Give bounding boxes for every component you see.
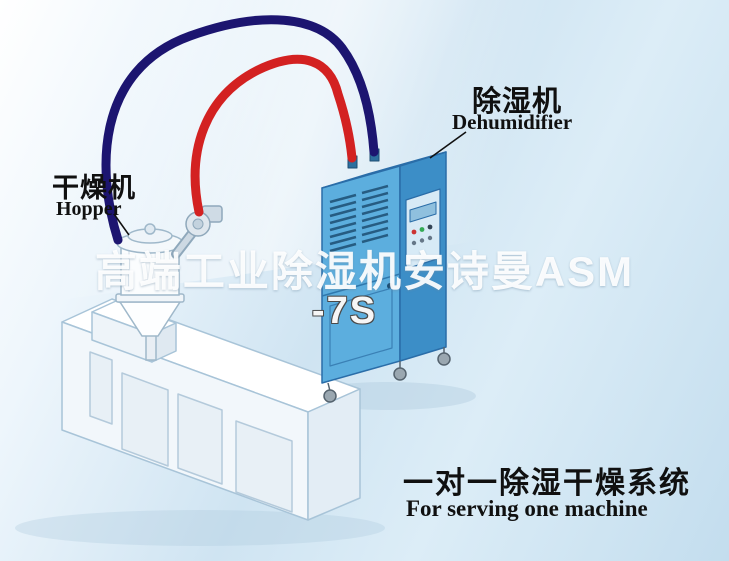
suction-blower [171, 205, 223, 259]
door-lock [387, 283, 393, 289]
vent-grille [329, 184, 389, 253]
dehumidifier-label-en: Dehumidifier [452, 110, 573, 134]
navy-air-pipe [101, 15, 379, 245]
dehumidifier-cabinet [321, 148, 451, 403]
extruder-machine [61, 298, 361, 521]
dehumidifier-pointer-line [429, 131, 467, 159]
dehumidifier-label-zh: 除湿机 [472, 86, 563, 118]
caption-en: For serving one machine [406, 496, 648, 521]
door-seam [321, 273, 401, 297]
watermark-line1: 高端工业除湿机安诗曼ASM [94, 248, 635, 295]
caption-zh: 一对一除湿干燥系统 [403, 467, 691, 500]
hopper-label-zh: 干燥机 [52, 173, 136, 203]
red-air-pipe [190, 54, 357, 217]
control-panel [405, 188, 441, 270]
machine-door-panels [89, 351, 293, 513]
hopper-dryer [115, 223, 185, 361]
hopper-pointer-line [113, 213, 130, 236]
hopper-label-en: Hopper [56, 198, 122, 220]
door-outline [329, 287, 393, 367]
watermark-line2: -7S [311, 290, 378, 332]
caster-wheels [323, 347, 451, 403]
